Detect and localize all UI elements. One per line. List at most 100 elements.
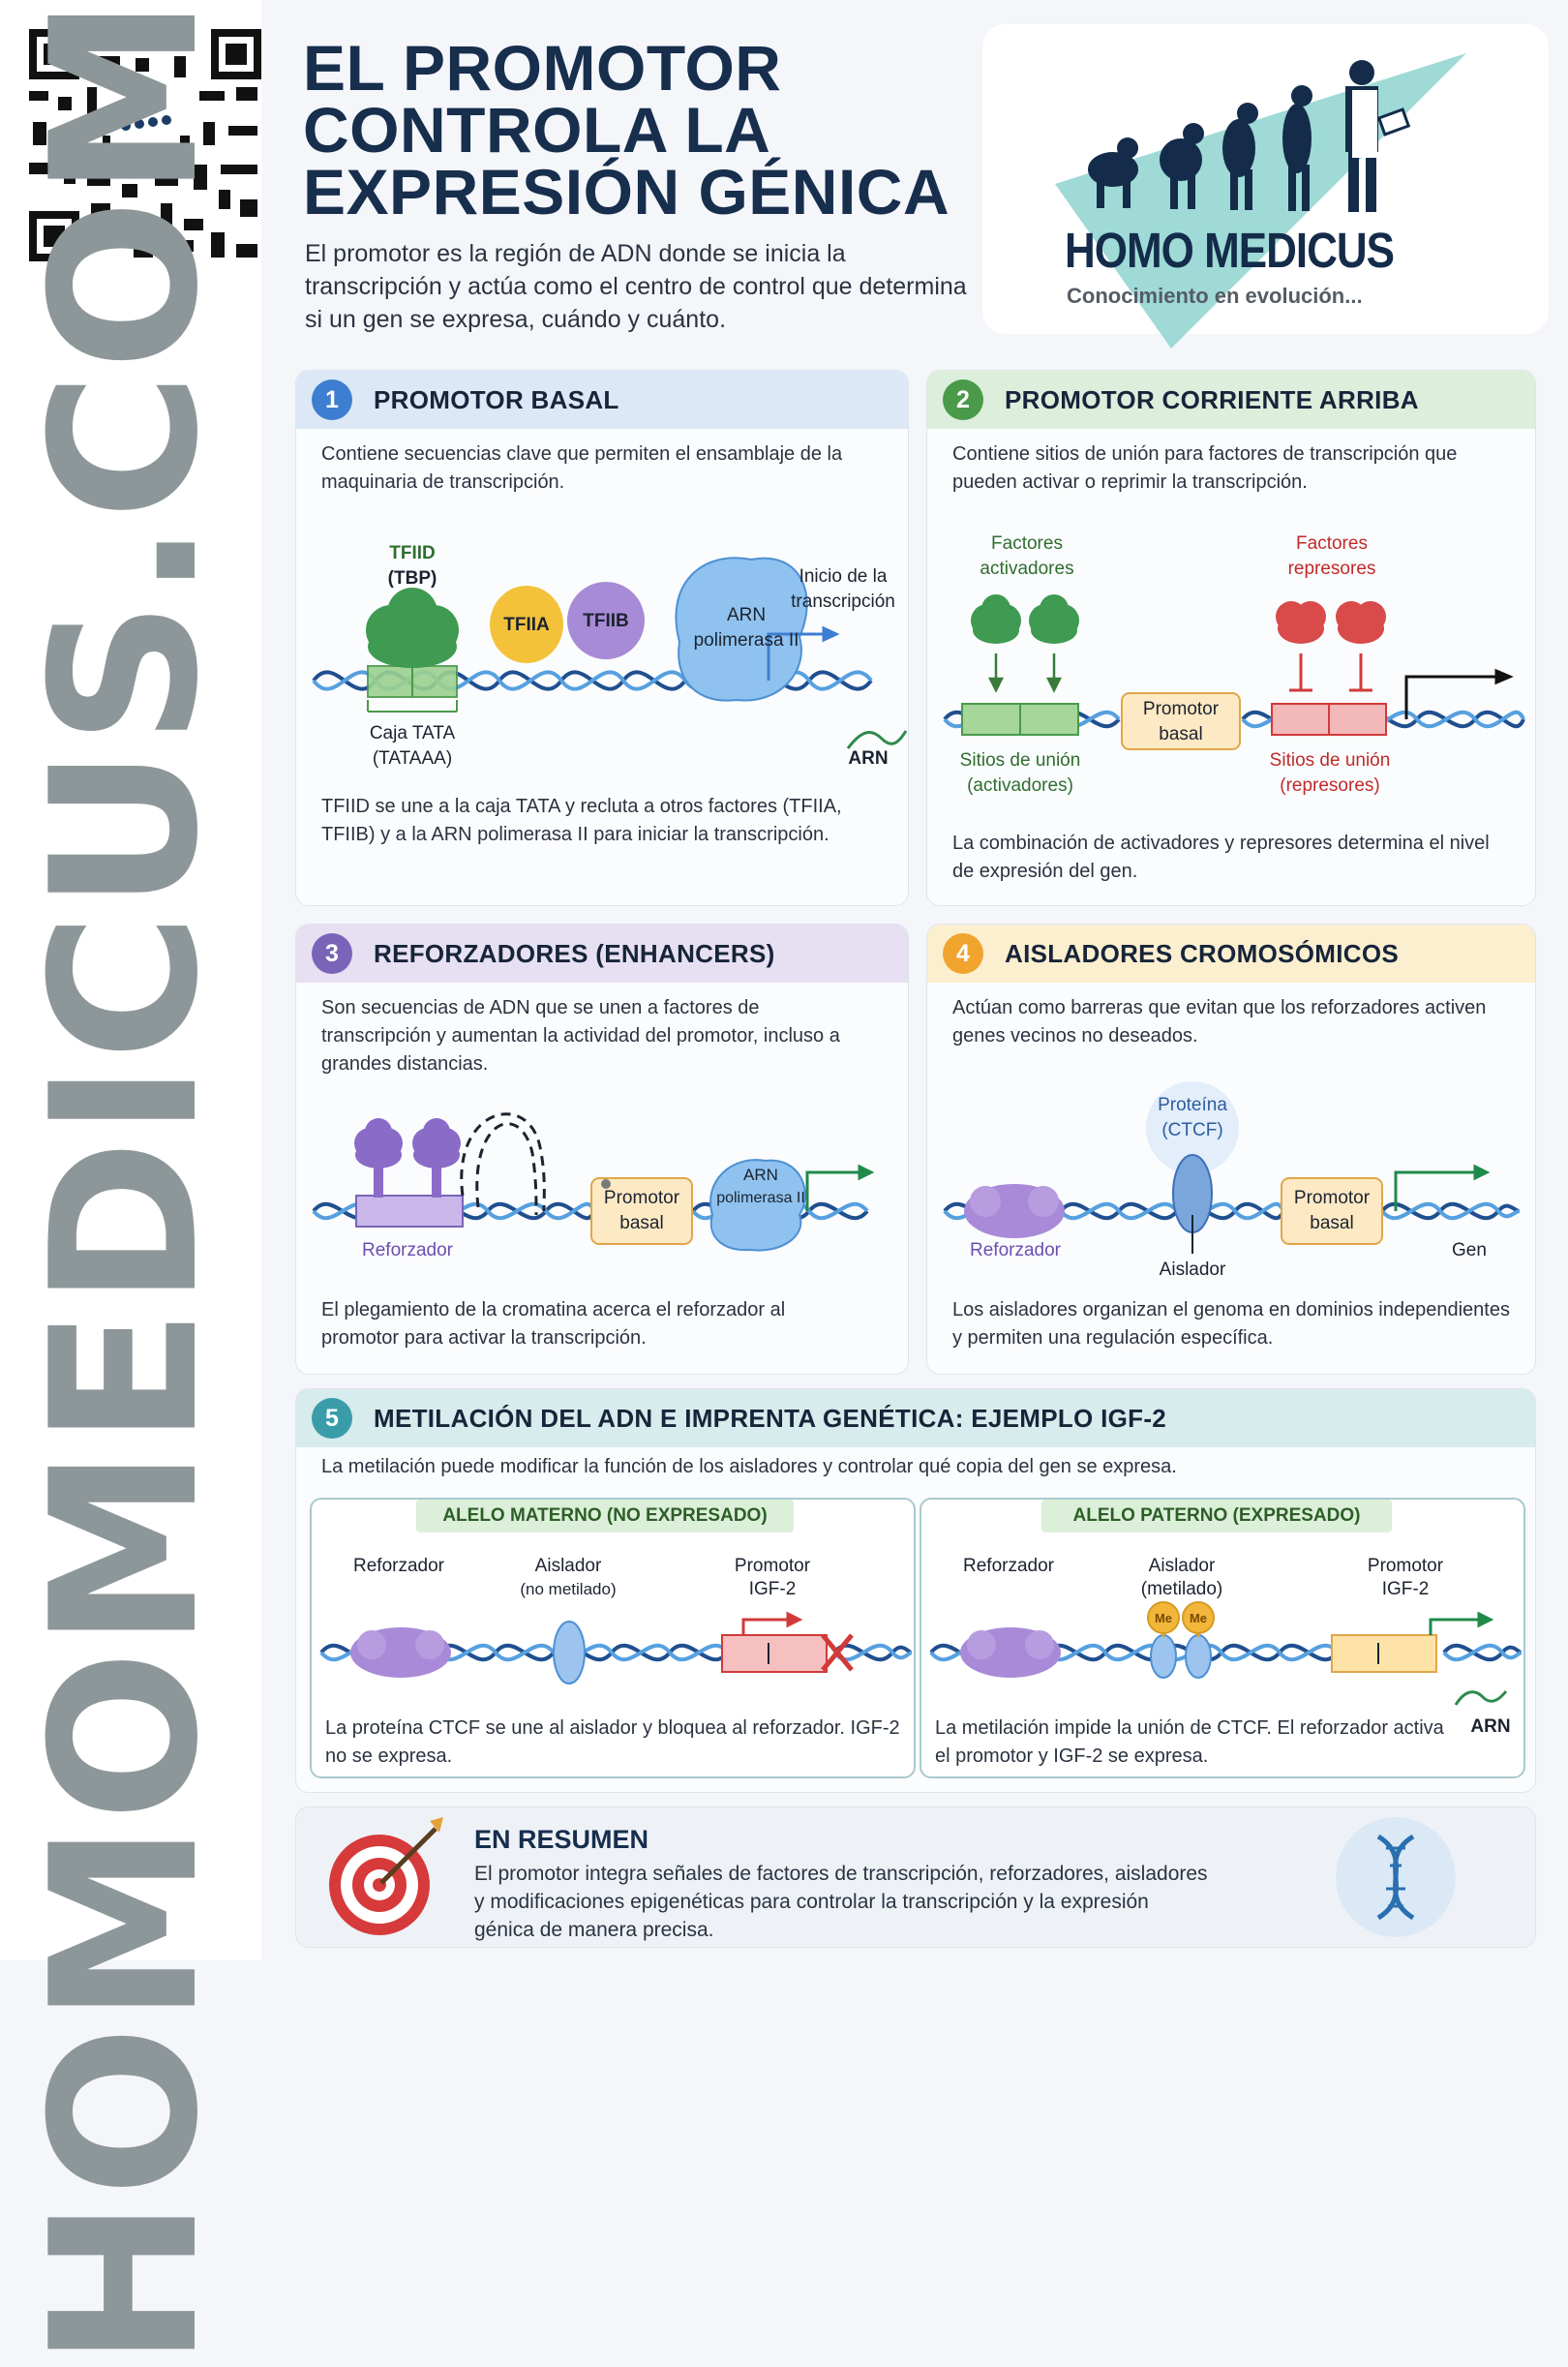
maternal-allele-pill: ALELO MATERNO (NO EXPRESADO)	[416, 1500, 794, 1532]
tfiia-label: TFIIA	[503, 615, 550, 635]
promotor-basal-label-2: basal	[1159, 724, 1203, 744]
reforzador-label: Reforzador	[362, 1240, 453, 1260]
paternal-allele-box: ALELO PATERNO (EXPRESADO) Me Me Reforzad…	[920, 1498, 1525, 1778]
section-reforzadores: 3 REFORZADORES (ENHANCERS) Son secuencia…	[295, 924, 909, 1375]
watermark-text: HOMOMEDICUS.COM	[9, 0, 243, 2367]
proteina-label-1: Proteína	[1158, 1095, 1227, 1115]
section-1-footer: TFIID se une a la caja TATA y recluta a …	[321, 796, 842, 845]
corriente-arriba-diagram	[943, 594, 1525, 750]
paternal-me-label-2: Me	[1189, 1611, 1208, 1625]
section-2-desc: Contiene sitios de unión para factores d…	[952, 443, 1458, 493]
arn-pol-label-2: polimerasa II	[716, 1190, 805, 1206]
left-sidebar: HOMOMEDICUS.COM	[0, 0, 261, 2367]
section-2-number: 2	[943, 379, 983, 420]
maternal-reforzador-label: Reforzador	[353, 1556, 444, 1576]
section-1-title: PROMOTOR BASAL	[374, 384, 619, 414]
paternal-aislador-label-2: (metilado)	[1140, 1579, 1223, 1599]
sitios-activadores-label-1: Sitios de unión	[959, 750, 1081, 771]
section-5-number: 5	[312, 1398, 352, 1439]
title-line-2: CONTROLA LA	[303, 94, 771, 166]
paternal-aislador-label-1: Aislador	[1148, 1556, 1216, 1576]
section-5-desc: La metilación puede modificar la función…	[321, 1456, 1177, 1477]
evolution-logo-icon	[1055, 53, 1466, 349]
dna-icon	[1336, 1817, 1456, 1937]
proteina-label-2: (CTCF)	[1161, 1120, 1223, 1140]
section-4-header: 4 AISLADORES CROMOSÓMICOS	[927, 925, 1535, 983]
paternal-allele-diagram	[929, 1601, 1523, 1706]
section-2-header: 2 PROMOTOR CORRIENTE ARRIBA	[927, 371, 1535, 429]
inicio-label-2: transcripción	[791, 592, 895, 612]
paternal-promotor-label-1: Promotor	[1367, 1556, 1444, 1576]
section-3-footer: El plegamiento de la cromatina acerca el…	[321, 1299, 786, 1349]
section-promotor-basal: 1 PROMOTOR BASAL Contiene secuencias cla…	[295, 370, 909, 906]
section-5-title: METILACIÓN DEL ADN E IMPRENTA GENÉTICA: …	[374, 1403, 1167, 1433]
summary-title: EN RESUMEN	[474, 1825, 649, 1854]
section-4-number: 4	[943, 933, 983, 974]
maternal-promotor-label-2: IGF-2	[748, 1579, 797, 1599]
maternal-promotor-label-1: Promotor	[734, 1556, 811, 1576]
arn-pol-label-2: polimerasa II	[693, 630, 799, 651]
sitios-represores-label-1: Sitios de unión	[1269, 750, 1391, 771]
promotor-basal-label-2: basal	[1310, 1213, 1354, 1233]
section-2-title: PROMOTOR CORRIENTE ARRIBA	[1005, 384, 1419, 414]
arn-pol-label-1: ARN	[726, 605, 767, 625]
sitios-activadores-label-2: (activadores)	[967, 775, 1073, 796]
paternal-arn-label: ARN	[1470, 1716, 1511, 1737]
promotor-basal-label-1: Promotor	[603, 1188, 680, 1208]
arn-label: ARN	[848, 748, 889, 769]
tfiib-label: TFIIB	[583, 611, 629, 631]
section-1-desc: Contiene secuencias clave que permiten e…	[321, 443, 843, 493]
inicio-label-1: Inicio de la	[799, 566, 888, 587]
factores-represores-label-2: represores	[1287, 559, 1376, 579]
section-3-title: REFORZADORES (ENHANCERS)	[374, 938, 775, 968]
paternal-footer: La metilación impide la unión de CTCF. E…	[935, 1717, 1444, 1767]
promotor-basal-label-1: Promotor	[1142, 699, 1220, 719]
section-4-footer: Los aisladores organizan el genoma en do…	[952, 1299, 1510, 1349]
factores-activadores-label-2: activadores	[980, 559, 1074, 579]
intro-text: El promotor es la región de ADN donde se…	[305, 240, 967, 333]
tataaa-label: (TATAAA)	[372, 748, 453, 769]
maternal-allele-box: ALELO MATERNO (NO EXPRESADO) Reforzador …	[310, 1498, 916, 1778]
paternal-promotor-label-2: IGF-2	[1381, 1579, 1430, 1599]
target-icon	[329, 1817, 443, 1935]
arn-pol-label-1: ARN	[743, 1166, 778, 1184]
gen-label: Gen	[1452, 1240, 1487, 1260]
promotor-basal-label-2: basal	[619, 1213, 664, 1233]
section-aisladores: 4 AISLADORES CROMOSÓMICOS Actúan como ba…	[926, 924, 1536, 1375]
section-4-desc: Actúan como barreras que evitan que los …	[952, 997, 1487, 1047]
section-2-footer: La combinación de activadores y represor…	[952, 833, 1490, 882]
sitios-represores-label-2: (represores)	[1280, 775, 1380, 796]
factores-represores-label-1: Factores	[1296, 533, 1368, 554]
logo-name: HOMO MEDICUS	[1065, 224, 1395, 279]
section-metilacion: 5 METILACIÓN DEL ADN E IMPRENTA GENÉTICA…	[295, 1388, 1536, 1793]
reforzadores-diagram	[312, 1112, 875, 1252]
section-1-number: 1	[312, 379, 352, 420]
maternal-allele-diagram	[319, 1611, 913, 1684]
promotor-basal-diagram	[312, 557, 908, 749]
section-promotor-corriente-arriba: 2 PROMOTOR CORRIENTE ARRIBA Contiene sit…	[926, 370, 1536, 906]
paternal-reforzador-label: Reforzador	[963, 1556, 1054, 1576]
aisladores-diagram	[943, 1081, 1521, 1254]
section-4-title: AISLADORES CROMOSÓMICOS	[1005, 938, 1400, 968]
summary-card: EN RESUMEN El promotor integra señales d…	[295, 1806, 1536, 1948]
maternal-aislador-label-1: Aislador	[534, 1556, 602, 1576]
tfiid-label: TFIID	[389, 543, 436, 563]
section-5-header: 5 METILACIÓN DEL ADN E IMPRENTA GENÉTICA…	[296, 1389, 1535, 1447]
qr-code[interactable]	[29, 29, 261, 261]
aislador-label: Aislador	[1159, 1259, 1226, 1280]
logo-tagline: Conocimiento en evolución...	[1067, 284, 1363, 308]
caja-tata-label: Caja TATA	[369, 723, 456, 743]
title-line-3: EXPRESIÓN GÉNICA	[303, 156, 950, 228]
promotor-basal-label-1: Promotor	[1293, 1188, 1371, 1208]
section-3-desc: Son secuencias de ADN que se unen a fact…	[321, 997, 840, 1075]
paternal-me-label-1: Me	[1154, 1611, 1173, 1625]
page-title: EL PROMOTOR CONTROLA LA EXPRESIÓN GÉNICA	[303, 32, 1000, 228]
title-line-1: EL PROMOTOR	[303, 32, 782, 104]
paternal-allele-pill: ALELO PATERNO (EXPRESADO)	[1041, 1500, 1392, 1532]
section-3-number: 3	[312, 933, 352, 974]
maternal-aislador-label-2: (no metilado)	[520, 1580, 617, 1598]
factores-activadores-label-1: Factores	[991, 533, 1063, 554]
tbp-label: (TBP)	[387, 568, 437, 589]
logo-card: HOMO MEDICUS Conocimiento en evolución..…	[982, 24, 1549, 349]
section-1-header: 1 PROMOTOR BASAL	[296, 371, 908, 429]
